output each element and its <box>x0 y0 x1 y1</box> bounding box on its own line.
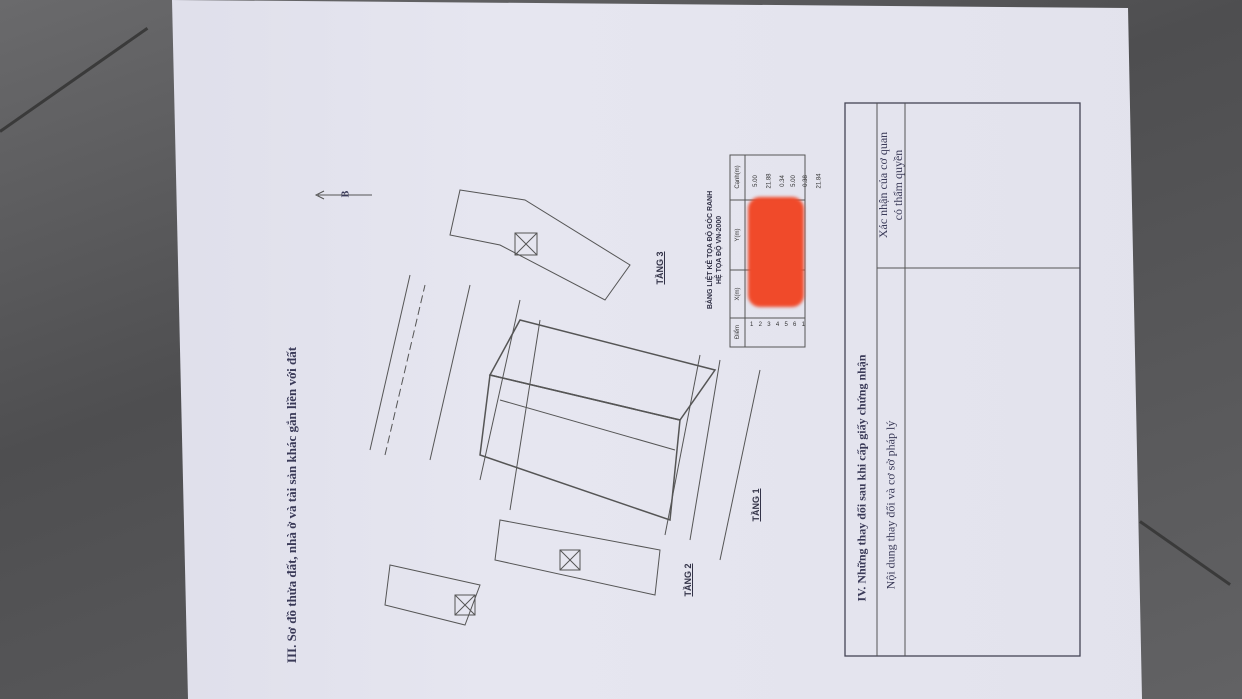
floor-3-label: TẦNG 3 <box>655 251 665 285</box>
col-header-point: Điểm <box>735 324 741 340</box>
floor-2-label: TẦNG 2 <box>683 563 693 597</box>
col-header-x: X(m) <box>735 287 741 301</box>
section-4-table <box>844 102 1081 657</box>
section-4-title: IV. Những thay đổi sau khi cấp giấy chứn… <box>854 354 869 602</box>
col-header-edge: Cạnh(m) <box>735 165 741 189</box>
point-column: 1 2 3 4 5 6 1 <box>750 322 805 328</box>
edge-column: 5.00 21.88 0.34 5.00 0.38 21.84 <box>752 173 823 189</box>
coord-table-title: BẢNG LIỆT KÊ TỌA ĐỘ GÓC RANH HỆ TỌA ĐỘ V… <box>707 190 723 310</box>
coord-table-frame <box>729 154 806 348</box>
col-authority-confirmation: Xác nhận của cơ quan có thẩm quyền <box>876 131 905 239</box>
red-redaction <box>748 197 804 307</box>
col-header-y: Y(m) <box>735 228 741 242</box>
north-label: B <box>340 190 352 198</box>
floor-1-label: TẦNG 1 <box>751 488 761 522</box>
col-change-content: Nội dung thay đổi và cơ sở pháp lý <box>883 420 898 590</box>
